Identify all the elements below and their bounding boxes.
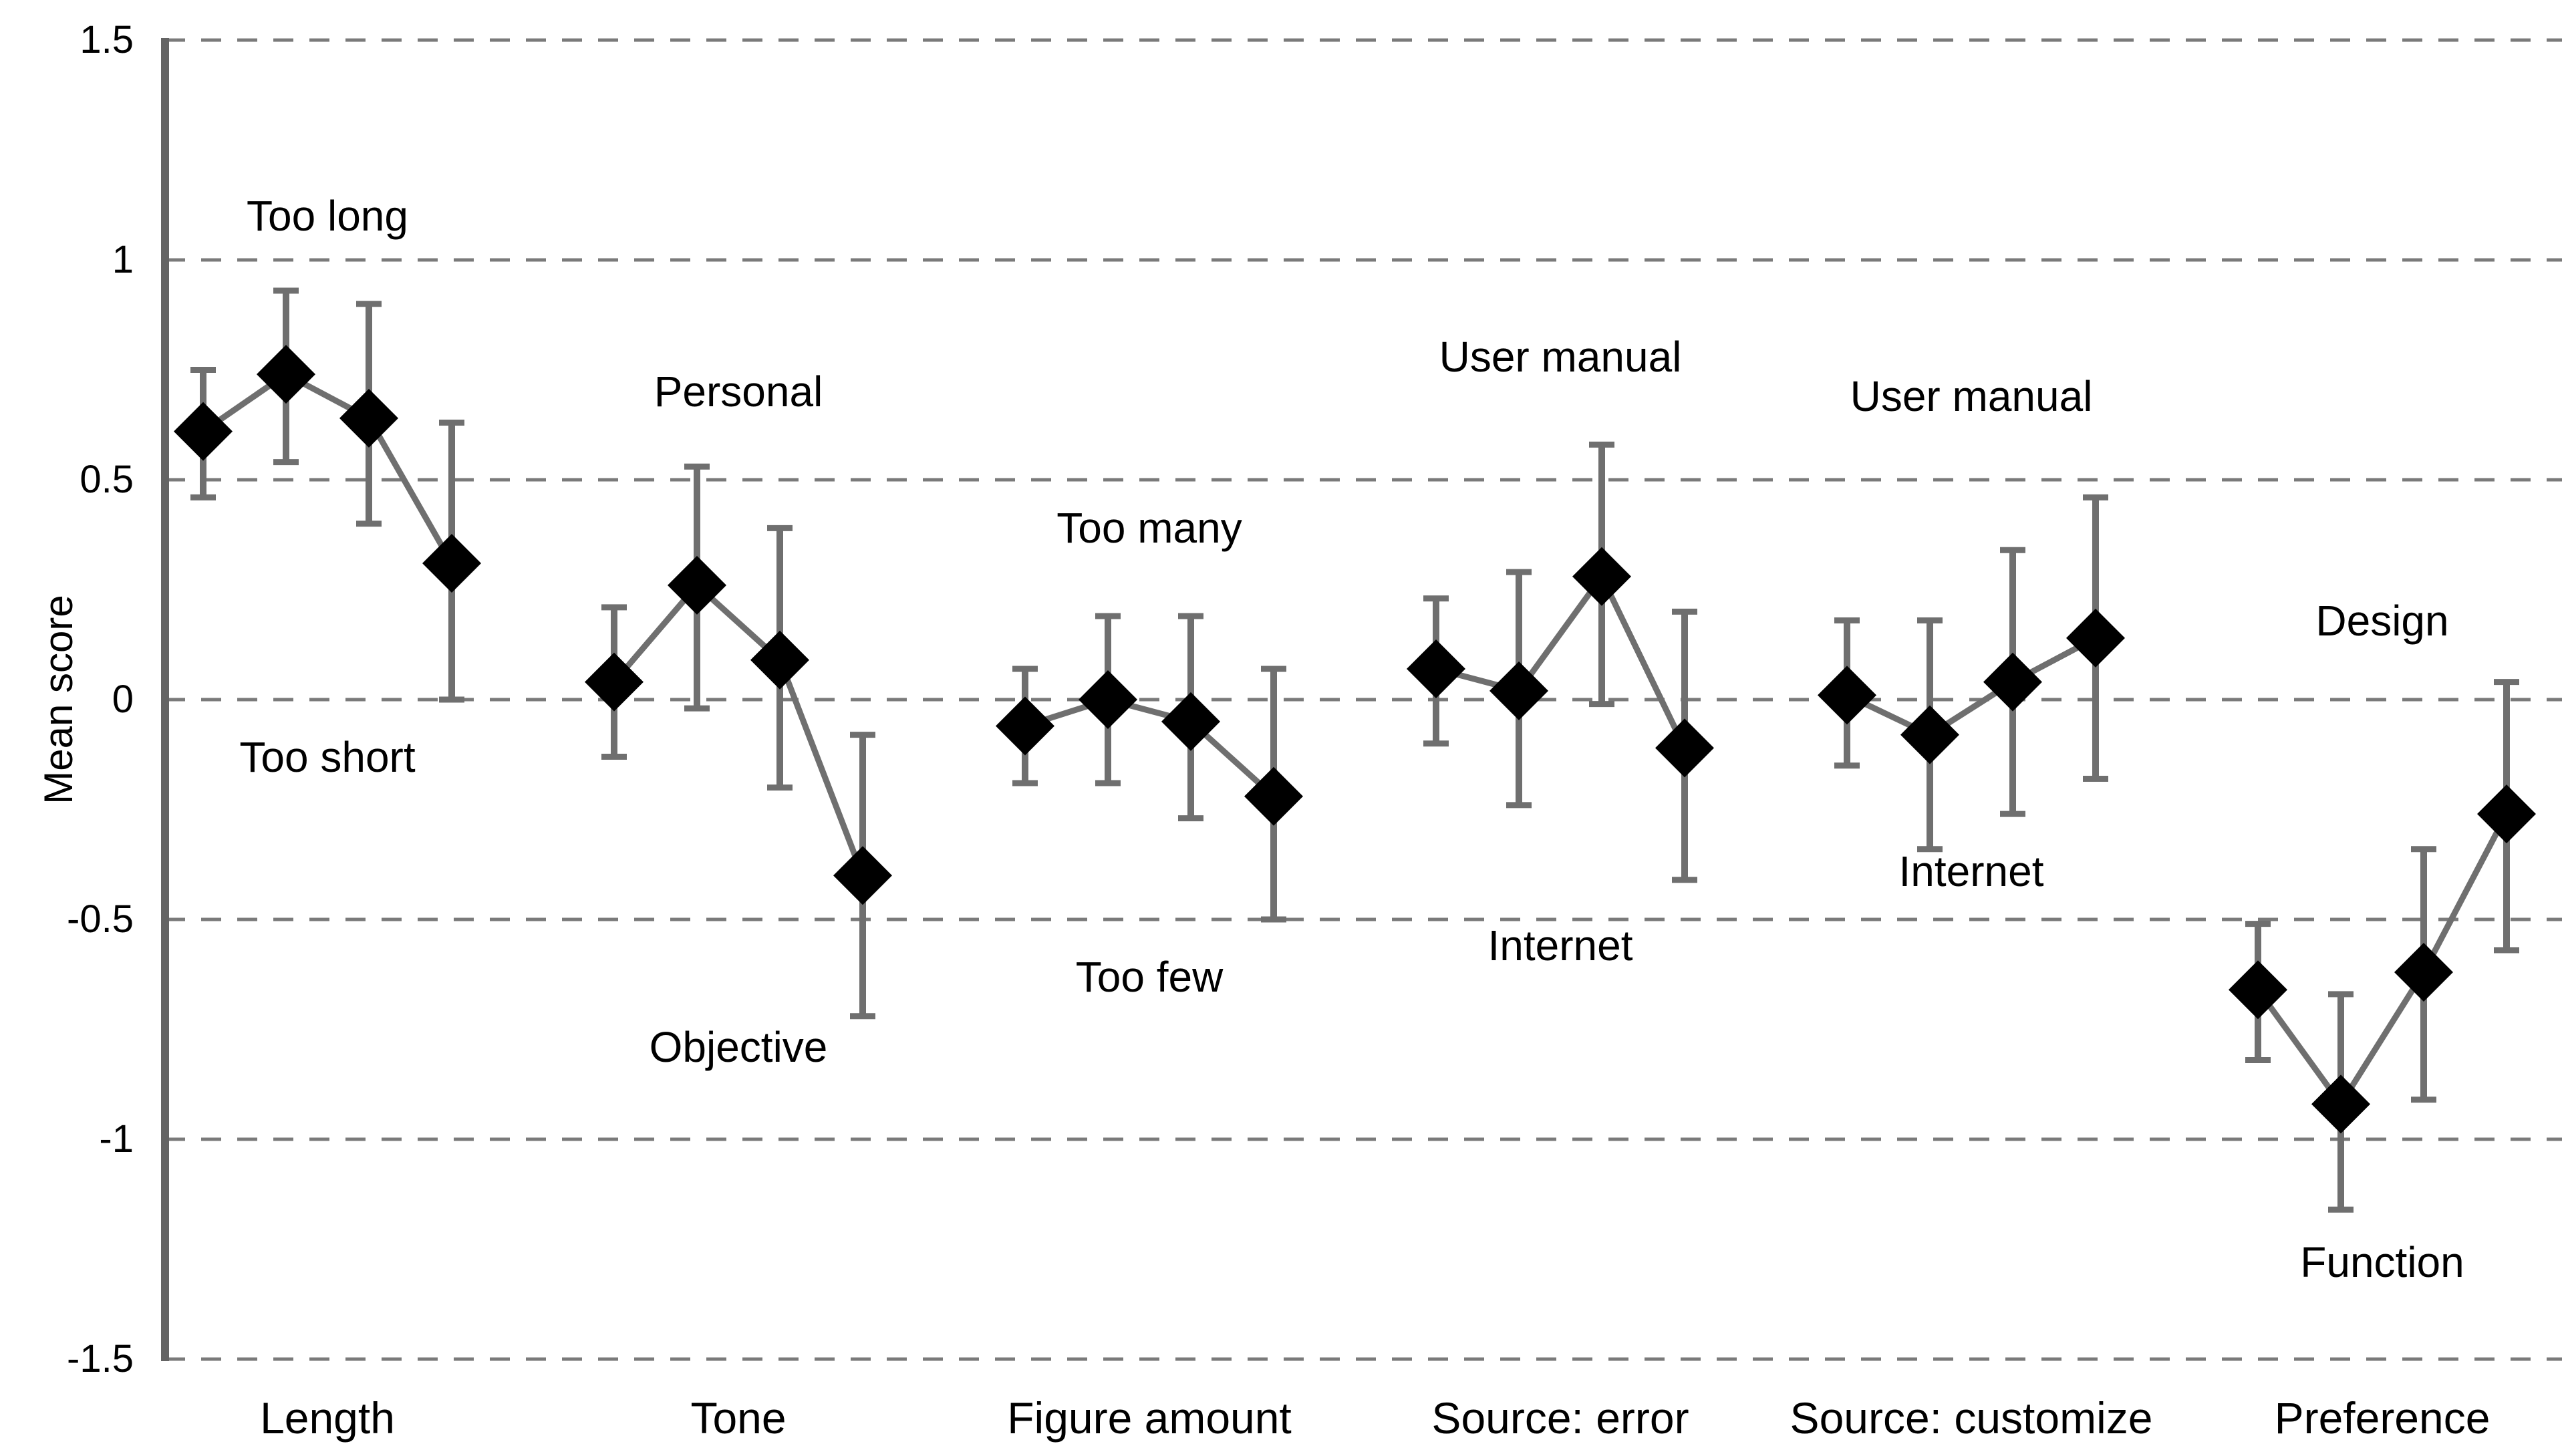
series-line — [2255, 812, 2509, 1110]
data-point-marker — [1983, 652, 2042, 712]
series-line — [1024, 696, 1276, 799]
data-point-marker — [1407, 639, 1465, 698]
y-tick-label: -1.5 — [67, 1337, 134, 1380]
data-point-marker — [174, 402, 233, 461]
y-tick-label: 1 — [112, 238, 134, 281]
annotation-too-many: Too many — [1056, 504, 1242, 553]
data-point-marker — [833, 846, 892, 905]
x-category-label-tone: Tone — [690, 1393, 787, 1443]
data-point-marker — [585, 652, 644, 712]
series-line — [1846, 635, 2098, 738]
y-axis-title: Mean score — [36, 595, 81, 805]
data-point-marker — [1489, 661, 1548, 720]
data-point-marker — [1161, 692, 1220, 751]
annotation-too-long: Too long — [247, 192, 408, 241]
x-category-label-source-error: Source: error — [1431, 1393, 1689, 1443]
annotation-too-few: Too few — [1075, 952, 1224, 1001]
y-tick-label: -0.5 — [67, 897, 134, 941]
data-point-marker — [2477, 784, 2536, 844]
series-line — [1435, 571, 1688, 750]
annotation-too-short: Too short — [239, 732, 416, 781]
data-point-marker — [996, 696, 1054, 756]
annotation-function: Function — [2300, 1238, 2464, 1287]
annotation-personal: Personal — [654, 368, 823, 416]
x-category-label-preference: Preference — [2274, 1393, 2490, 1443]
data-point-marker — [1818, 666, 1876, 725]
data-point-marker — [339, 388, 398, 448]
x-category-label-figure-amount: Figure amount — [1007, 1393, 1292, 1443]
data-point-marker — [1655, 718, 1714, 778]
data-point-marker — [2066, 608, 2125, 668]
y-tick-label: 0.5 — [80, 458, 134, 501]
data-point-marker — [257, 345, 315, 404]
annotation-user-manual-error: User manual — [1439, 332, 1682, 381]
annotation-user-manual-customize: User manual — [1850, 372, 2093, 420]
data-point-marker — [668, 555, 726, 615]
x-category-label-length: Length — [260, 1393, 395, 1443]
series-line — [611, 581, 866, 877]
series-line — [201, 370, 454, 565]
data-point-marker — [1900, 705, 1959, 764]
data-point-marker — [1079, 670, 1137, 729]
x-category-label-source-customize: Source: customize — [1790, 1393, 2153, 1443]
data-point-marker — [2229, 960, 2287, 1020]
annotation-objective: Objective — [649, 1022, 828, 1071]
data-point-marker — [2311, 1074, 2370, 1134]
data-point-marker — [1572, 547, 1631, 606]
annotation-internet-customize: Internet — [1898, 847, 2044, 895]
y-tick-label: -1 — [99, 1117, 134, 1161]
annotation-internet-error: Internet — [1487, 921, 1633, 970]
annotation-design: Design — [2315, 596, 2449, 645]
data-point-marker — [422, 534, 481, 593]
data-point-marker — [2394, 942, 2453, 1002]
data-point-marker — [750, 630, 809, 690]
y-tick-label: 1.5 — [80, 18, 134, 61]
data-point-marker — [1244, 766, 1303, 826]
y-tick-label: 0 — [112, 678, 134, 721]
